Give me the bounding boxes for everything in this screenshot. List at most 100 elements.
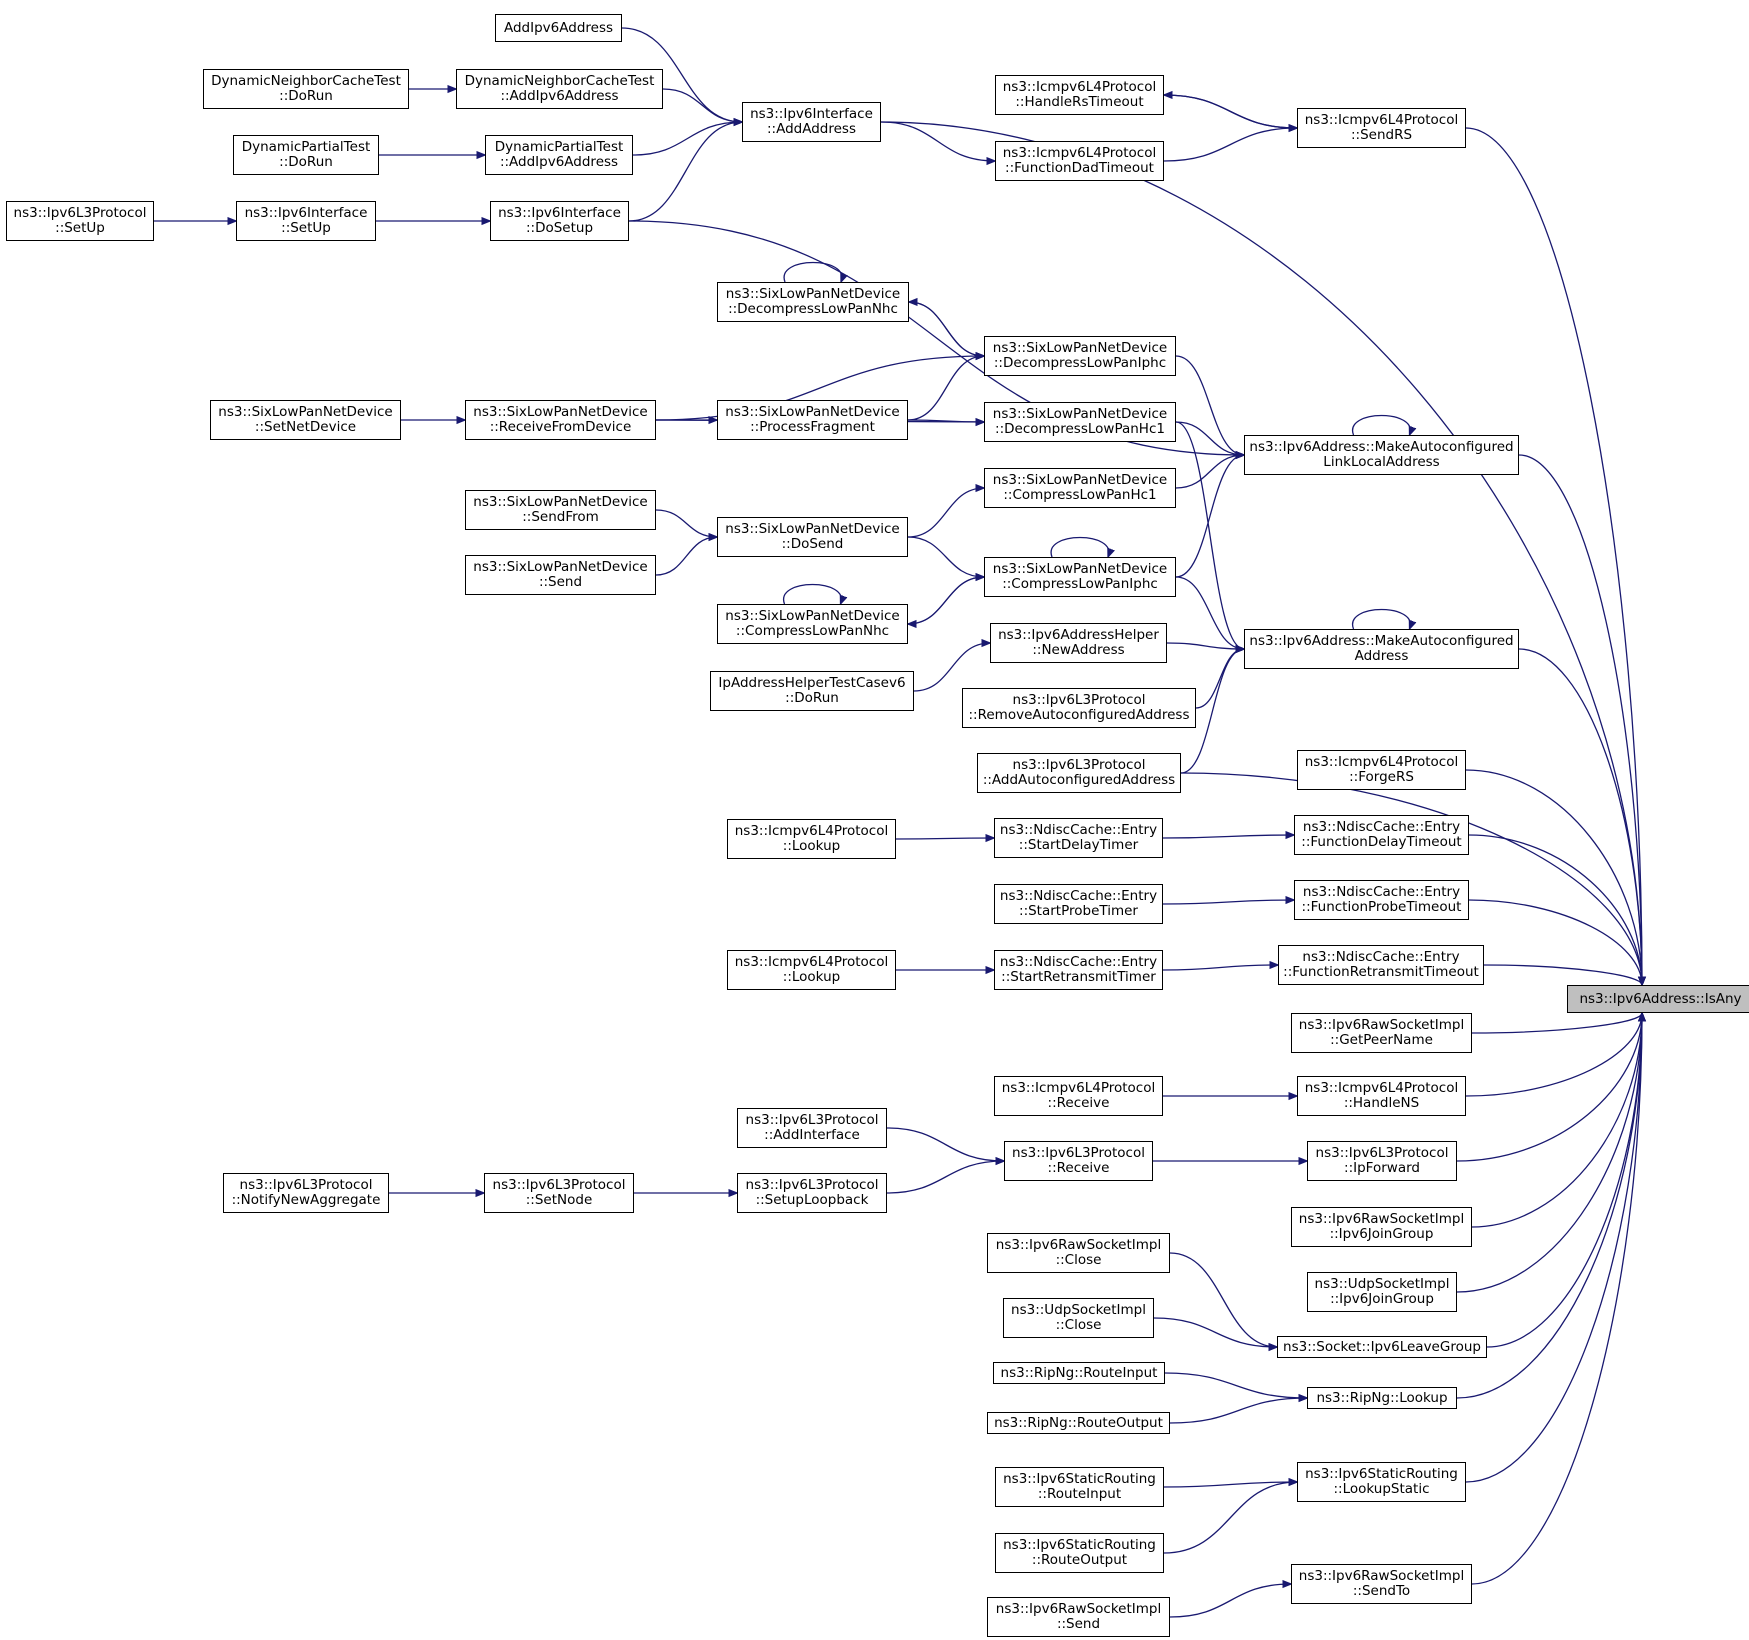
- node-ipv6interface-addaddress[interactable]: ns3::Ipv6Interface::AddAddress: [742, 102, 881, 142]
- node-socket-ipv6leavegroup[interactable]: ns3::Socket::Ipv6LeaveGroup: [1277, 1336, 1487, 1358]
- node-icmpv6l4protocol-handlens[interactable]: ns3::Icmpv6L4Protocol::HandleNS: [1297, 1076, 1466, 1116]
- node-dynamicneighborcachetest-addipv6address[interactable]: DynamicNeighborCacheTest::AddIpv6Address: [456, 69, 663, 109]
- edge-n23-to-n21: [907, 488, 984, 538]
- edge-n61-to-n1: [1471, 1013, 1642, 1585]
- node-dynamicpartialtest-addipv6address[interactable]: DynamicPartialTest::AddIpv6Address: [485, 135, 633, 175]
- node-dynamicpartialtest-dorun[interactable]: DynamicPartialTest::DoRun: [233, 135, 379, 175]
- node-label-line: ::DoSetup: [525, 220, 594, 236]
- node-icmpv6l4protocol-handlerstimeout[interactable]: ns3::Icmpv6L4Protocol::HandleRsTimeout: [995, 75, 1164, 115]
- node-dynamicneighborcachetest-dorun[interactable]: DynamicNeighborCacheTest::DoRun: [203, 69, 409, 109]
- node-label-line: ns3::Ipv6RawSocketImpl: [1298, 1017, 1465, 1033]
- node-sixlowpannetdevice-receivefromdevice[interactable]: ns3::SixLowPanNetDevice::ReceiveFromDevi…: [465, 400, 656, 440]
- node-sixlowpannetdevice-decompresslowpaniphc[interactable]: ns3::SixLowPanNetDevice::DecompressLowPa…: [984, 336, 1176, 376]
- node-label-line: ::StartDelayTimer: [1018, 837, 1139, 853]
- edge-n25-to-n28: [1175, 576, 1244, 649]
- node-icmpv6l4protocol-forgers[interactable]: ns3::Icmpv6L4Protocol::ForgeRS: [1297, 750, 1466, 790]
- node-ndisccache-entry-startdelaytimer[interactable]: ns3::NdiscCache::Entry::StartDelayTimer: [994, 818, 1163, 858]
- node-ipv6staticrouting-routeinput[interactable]: ns3::Ipv6StaticRouting::RouteInput: [995, 1467, 1164, 1507]
- node-label-line: ::SetupLoopback: [755, 1192, 869, 1208]
- edge-n43-to-n1: [1465, 1013, 1642, 1097]
- node-label-line: ::DoRun: [279, 88, 333, 104]
- node-ipv6interface-dosetup[interactable]: ns3::Ipv6Interface::DoSetup: [490, 201, 629, 241]
- node-ipv6staticrouting-routeoutput[interactable]: ns3::Ipv6StaticRouting::RouteOutput: [995, 1533, 1164, 1573]
- node-label-line: ns3::NdiscCache::Entry: [1302, 819, 1461, 835]
- node-sixlowpannetdevice-compresslowpanhc1[interactable]: ns3::SixLowPanNetDevice::CompressLowPanH…: [984, 468, 1176, 508]
- node-icmpv6l4protocol-functiondadtimeout[interactable]: ns3::Icmpv6L4Protocol::FunctionDadTimeou…: [995, 141, 1164, 181]
- edge-n37-to-n1: [1468, 899, 1642, 985]
- edge-n50-to-n1: [1471, 1013, 1642, 1228]
- node-label-line: ::FunctionRetransmitTimeout: [1283, 964, 1479, 980]
- node-ipv6l3protocol-removeautoconfiguredaddress[interactable]: ns3::Ipv6L3Protocol::RemoveAutoconfigure…: [962, 688, 1196, 728]
- node-label-line: ::NotifyNewAggregate: [231, 1192, 381, 1208]
- node-label-line: ::ForgeRS: [1349, 769, 1414, 785]
- node-ipv6addresshelper-newaddress[interactable]: ns3::Ipv6AddressHelper::NewAddress: [990, 623, 1167, 663]
- node-ndisccache-entry-functionprobetimeout[interactable]: ns3::NdiscCache::Entry::FunctionProbeTim…: [1294, 880, 1469, 920]
- node-label-line: ns3::Icmpv6L4Protocol: [734, 954, 889, 970]
- node-ipv6rawsocketimpl-getpeername[interactable]: ns3::Ipv6RawSocketImpl::GetPeerName: [1291, 1013, 1472, 1053]
- node-sixlowpannetdevice-setnetdevice[interactable]: ns3::SixLowPanNetDevice::SetNetDevice: [210, 400, 401, 440]
- node-sixlowpannetdevice-decompresslowpanhc1[interactable]: ns3::SixLowPanNetDevice::DecompressLowPa…: [984, 402, 1176, 442]
- node-icmpv6l4protocol-sendrs[interactable]: ns3::Icmpv6L4Protocol::SendRS: [1297, 108, 1466, 148]
- node-icmpv6l4protocol-lookup[interactable]: ns3::Icmpv6L4Protocol::Lookup: [727, 950, 896, 990]
- node-icmpv6l4protocol-receive[interactable]: ns3::Icmpv6L4Protocol::Receive: [994, 1076, 1163, 1116]
- node-label-line: ns3::SixLowPanNetDevice: [725, 608, 900, 624]
- node-ndisccache-entry-functiondelaytimeout[interactable]: ns3::NdiscCache::Entry::FunctionDelayTim…: [1294, 815, 1469, 855]
- node-ipv6rawsocketimpl-send[interactable]: ns3::Ipv6RawSocketImpl::Send: [987, 1597, 1170, 1637]
- node-sixlowpannetdevice-sendfrom[interactable]: ns3::SixLowPanNetDevice::SendFrom: [465, 490, 656, 530]
- node-ripng-lookup[interactable]: ns3::RipNg::Lookup: [1307, 1387, 1457, 1409]
- node-udpsocketimpl-ipv6joingroup[interactable]: ns3::UdpSocketImpl::Ipv6JoinGroup: [1307, 1272, 1457, 1312]
- node-ipv6staticrouting-lookupstatic[interactable]: ns3::Ipv6StaticRouting::LookupStatic: [1297, 1462, 1466, 1502]
- node-label-line: DynamicNeighborCacheTest: [464, 73, 655, 89]
- node-ipv6l3protocol-ipforward[interactable]: ns3::Ipv6L3Protocol::IpForward: [1307, 1141, 1457, 1181]
- node-ripng-routeinput[interactable]: ns3::RipNg::RouteInput: [993, 1362, 1165, 1384]
- node-label-line: ns3::NdiscCache::Entry: [999, 822, 1158, 838]
- edge-n59-to-n1: [1465, 1013, 1642, 1483]
- node-ipv6rawsocketimpl-sendto[interactable]: ns3::Ipv6RawSocketImpl::SendTo: [1291, 1564, 1472, 1604]
- node-ipv6l3protocol-addinterface[interactable]: ns3::Ipv6L3Protocol::AddInterface: [737, 1108, 887, 1148]
- node-label-line: ns3::Ipv6Interface: [750, 106, 873, 122]
- node-label-line: DynamicPartialTest: [494, 139, 624, 155]
- edge-n27-to-n28: [1166, 642, 1244, 649]
- node-ipaddresshelpertestcasev6-dorun[interactable]: IpAddressHelperTestCasev6::DoRun: [710, 671, 914, 711]
- edge-n53-to-n54: [1153, 1317, 1277, 1347]
- node-addipv6address[interactable]: AddIpv6Address: [495, 14, 622, 42]
- node-label-line: ::SetUp: [55, 220, 105, 236]
- node-ipv6rawsocketimpl-close[interactable]: ns3::Ipv6RawSocketImpl::Close: [987, 1233, 1170, 1273]
- node-ipv6l3protocol-addautoconfiguredaddress[interactable]: ns3::Ipv6L3Protocol::AddAutoconfiguredAd…: [977, 753, 1181, 793]
- node-ipv6address-isany: ns3::Ipv6Address::IsAny: [1567, 985, 1749, 1013]
- node-ipv6rawsocketimpl-ipv6joingroup[interactable]: ns3::Ipv6RawSocketImpl::Ipv6JoinGroup: [1291, 1207, 1472, 1247]
- node-ipv6l3protocol-setnode[interactable]: ns3::Ipv6L3Protocol::SetNode: [484, 1173, 634, 1213]
- node-ipv6l3protocol-receive[interactable]: ns3::Ipv6L3Protocol::Receive: [1004, 1141, 1153, 1181]
- node-icmpv6l4protocol-lookup[interactable]: ns3::Icmpv6L4Protocol::Lookup: [727, 819, 896, 859]
- node-udpsocketimpl-close[interactable]: ns3::UdpSocketImpl::Close: [1003, 1298, 1154, 1338]
- node-ripng-routeoutput[interactable]: ns3::RipNg::RouteOutput: [987, 1412, 1170, 1434]
- node-label-line: ::NewAddress: [1032, 642, 1125, 658]
- node-ipv6l3protocol-setuploopback[interactable]: ns3::Ipv6L3Protocol::SetupLoopback: [737, 1173, 887, 1213]
- node-label-line: ::SetUp: [281, 220, 331, 236]
- edge-n39-to-n40: [1162, 965, 1278, 971]
- node-ndisccache-entry-startretransmittimer[interactable]: ns3::NdiscCache::Entry::StartRetransmitT…: [994, 950, 1163, 990]
- edge-n21-to-n20: [1175, 455, 1244, 489]
- node-label-line: IpAddressHelperTestCasev6: [718, 675, 906, 691]
- node-ipv6l3protocol-notifynewaggregate[interactable]: ns3::Ipv6L3Protocol::NotifyNewAggregate: [223, 1173, 389, 1213]
- node-ipv6l3protocol-setup[interactable]: ns3::Ipv6L3Protocol::SetUp: [6, 201, 154, 241]
- node-sixlowpannetdevice-dosend[interactable]: ns3::SixLowPanNetDevice::DoSend: [717, 517, 908, 557]
- node-sixlowpannetdevice-compresslowpannhc[interactable]: ns3::SixLowPanNetDevice::CompressLowPanN…: [717, 604, 908, 644]
- node-ipv6interface-setup[interactable]: ns3::Ipv6Interface::SetUp: [236, 201, 376, 241]
- node-label-line: ns3::SixLowPanNetDevice: [725, 286, 901, 302]
- node-ndisccache-entry-startprobetimer[interactable]: ns3::NdiscCache::Entry::StartProbeTimer: [994, 884, 1163, 924]
- node-label-line: DynamicPartialTest: [241, 139, 371, 155]
- node-label-line: ::HandleRsTimeout: [1015, 94, 1144, 110]
- node-sixlowpannetdevice-decompresslowpannhc[interactable]: ns3::SixLowPanNetDevice::DecompressLowPa…: [717, 282, 909, 322]
- node-label-line: ns3::Ipv6L3Protocol: [492, 1177, 626, 1193]
- node-ndisccache-entry-functionretransmittimeout[interactable]: ns3::NdiscCache::Entry::FunctionRetransm…: [1278, 945, 1484, 985]
- node-sixlowpannetdevice-compresslowpaniphc[interactable]: ns3::SixLowPanNetDevice::CompressLowPanI…: [984, 557, 1176, 597]
- node-sixlowpannetdevice-processfragment[interactable]: ns3::SixLowPanNetDevice::ProcessFragment: [717, 400, 908, 440]
- node-label-line: ns3::SixLowPanNetDevice: [725, 404, 900, 420]
- node-label-line: ::DoSend: [781, 536, 844, 552]
- edge-n18-to-n19: [907, 420, 984, 422]
- node-sixlowpannetdevice-send[interactable]: ns3::SixLowPanNetDevice::Send: [465, 555, 656, 595]
- node-label-line: DynamicNeighborCacheTest: [211, 73, 401, 89]
